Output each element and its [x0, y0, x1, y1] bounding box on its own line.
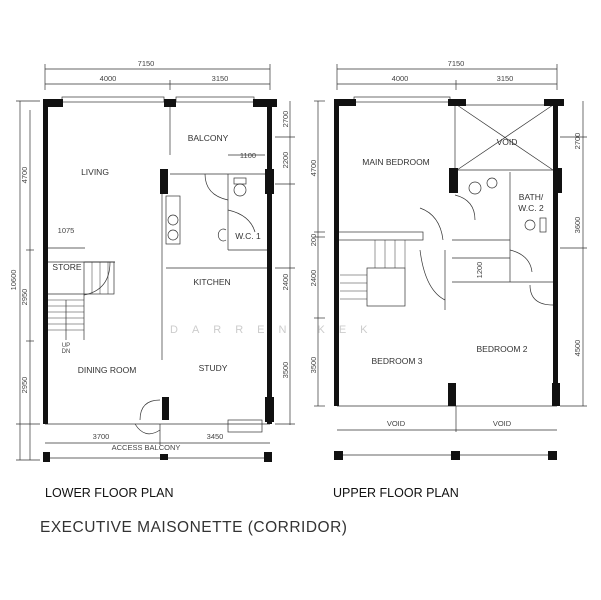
svg-text:UP: UP — [62, 343, 70, 349]
plan-title: EXECUTIVE MAISONETTE (CORRIDOR) — [40, 519, 348, 536]
svg-text:BALCONY: BALCONY — [188, 133, 229, 143]
svg-text:3150: 3150 — [497, 74, 514, 83]
svg-text:W.C. 2: W.C. 2 — [518, 203, 544, 213]
svg-text:W.C. 1: W.C. 1 — [235, 231, 261, 241]
svg-text:7150: 7150 — [448, 59, 465, 68]
svg-text:VOID: VOID — [387, 419, 406, 428]
svg-text:BEDROOM 3: BEDROOM 3 — [371, 356, 422, 366]
svg-text:3600: 3600 — [573, 217, 582, 234]
svg-text:4700: 4700 — [309, 160, 318, 177]
svg-text:VOID: VOID — [493, 419, 512, 428]
lower-floor-plan — [16, 64, 295, 461]
svg-text:DN: DN — [62, 349, 71, 355]
svg-text:3700: 3700 — [93, 432, 110, 441]
svg-text:3500: 3500 — [281, 362, 290, 379]
watermark: DARREN KEK — [170, 324, 382, 336]
svg-text:4500: 4500 — [573, 340, 582, 357]
svg-text:4700: 4700 — [20, 167, 29, 184]
svg-text:4000: 4000 — [392, 74, 409, 83]
svg-text:STORE: STORE — [52, 262, 81, 272]
svg-text:4000: 4000 — [100, 74, 117, 83]
svg-text:1200: 1200 — [475, 262, 484, 279]
svg-text:2200: 2200 — [281, 152, 290, 169]
upper-floor-plan — [314, 64, 587, 456]
svg-text:2400: 2400 — [281, 274, 290, 291]
svg-text:MAIN BEDROOM: MAIN BEDROOM — [362, 157, 430, 167]
lower-labels: 7150 4000 3150 10600 4700 2950 2950 2700… — [9, 59, 290, 452]
svg-text:BATH/: BATH/ — [519, 192, 544, 202]
svg-text:10600: 10600 — [9, 270, 18, 291]
svg-text:2950: 2950 — [20, 377, 29, 394]
svg-text:7150: 7150 — [138, 59, 155, 68]
svg-text:STUDY: STUDY — [199, 363, 228, 373]
svg-text:2950: 2950 — [20, 289, 29, 306]
svg-text:DINING ROOM: DINING ROOM — [78, 365, 137, 375]
lower-floor-caption: LOWER FLOOR PLAN — [45, 486, 174, 500]
svg-text:2700: 2700 — [281, 111, 290, 128]
svg-text:1075: 1075 — [58, 226, 75, 235]
svg-text:ACCESS BALCONY: ACCESS BALCONY — [112, 443, 181, 452]
svg-text:LIVING: LIVING — [81, 167, 109, 177]
svg-text:3450: 3450 — [207, 432, 224, 441]
svg-text:3150: 3150 — [212, 74, 229, 83]
svg-text:BEDROOM 2: BEDROOM 2 — [476, 344, 527, 354]
svg-text:VOID: VOID — [497, 137, 518, 147]
svg-text:2700: 2700 — [573, 133, 582, 150]
svg-text:200: 200 — [309, 234, 318, 247]
upper-floor-caption: UPPER FLOOR PLAN — [333, 486, 459, 500]
svg-text:1100: 1100 — [240, 151, 256, 160]
svg-text:KITCHEN: KITCHEN — [193, 277, 230, 287]
svg-text:3500: 3500 — [309, 357, 318, 374]
upper-labels: 7150 4000 3150 4700 200 2400 3500 2700 3… — [309, 59, 582, 428]
svg-text:2400: 2400 — [309, 270, 318, 287]
